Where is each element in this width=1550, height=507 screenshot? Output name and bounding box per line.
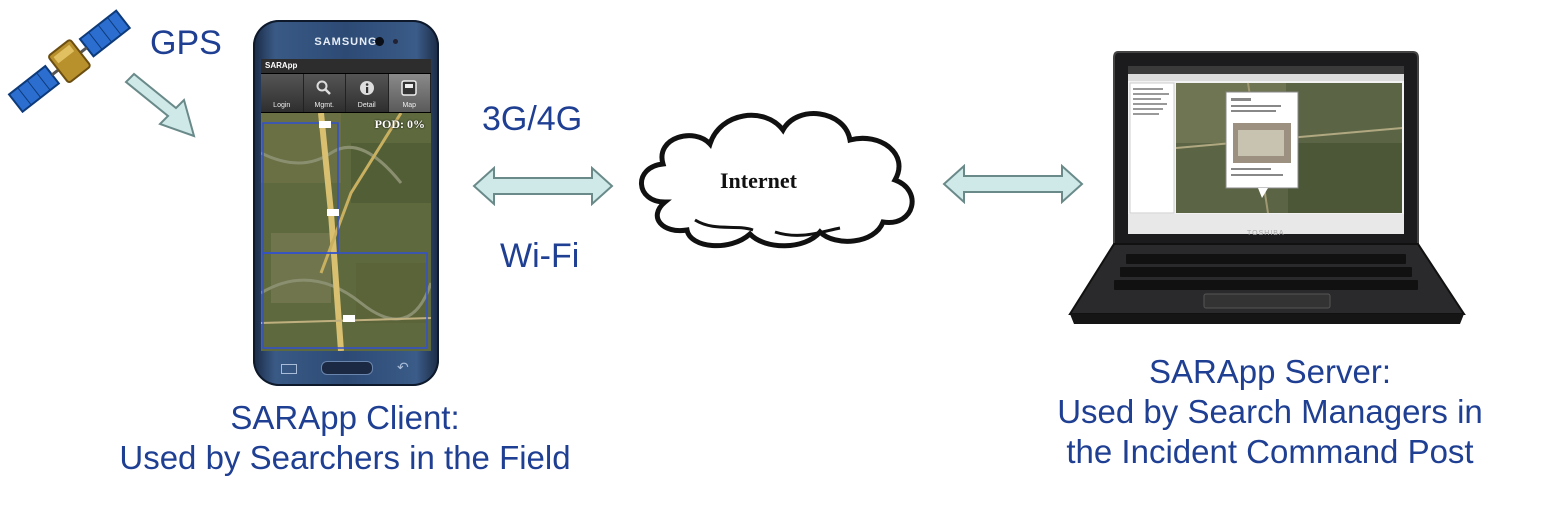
phone-brand-label: SAMSUNG <box>314 36 378 48</box>
back-icon[interactable]: ↶ <box>397 359 409 375</box>
info-icon <box>359 81 374 95</box>
server-caption: SARApp Server: Used by Search Managers i… <box>1000 352 1540 472</box>
server-caption-line3: the Incident Command Post <box>1066 433 1474 470</box>
double-arrow-client-cloud <box>472 166 614 206</box>
gps-label: GPS <box>150 24 222 62</box>
tab-label: Login <box>273 102 291 109</box>
laptop-device <box>1068 51 1466 324</box>
app-tab-bar: Login Mgmt. Detail Map <box>261 74 431 112</box>
map-icon <box>401 80 417 96</box>
tab-label: Detail <box>357 102 376 109</box>
sensor-icon <box>393 39 398 44</box>
camera-icon <box>375 37 384 46</box>
client-caption: SARApp Client: Used by Searchers in the … <box>60 398 630 478</box>
tab-label: Map <box>402 102 417 109</box>
app-title: SARApp <box>261 59 431 73</box>
menu-icon[interactable] <box>281 364 297 374</box>
server-caption-line1: SARApp Server: <box>1148 353 1392 390</box>
tab-detail[interactable]: Detail <box>346 74 389 112</box>
network-label-wifi: Wi-Fi <box>500 237 580 275</box>
laptop-brand-label: TOSHIBA <box>1247 230 1285 237</box>
client-caption-line1: SARApp Client: <box>230 399 460 436</box>
server-caption-line2: Used by Search Managers in <box>1057 393 1483 430</box>
tab-login[interactable]: Login <box>261 74 304 112</box>
map-imagery <box>261 113 431 351</box>
cloud-icon <box>639 111 915 249</box>
satellite-icon <box>7 9 132 114</box>
satellite-map[interactable]: POD: 0% <box>261 113 431 351</box>
phone-screen: SARApp Login Mgmt. Detail Map <box>261 59 431 351</box>
internet-label: Internet <box>720 168 797 193</box>
search-icon <box>316 80 332 95</box>
tab-mgmt[interactable]: Mgmt. <box>304 74 346 112</box>
home-button[interactable] <box>321 361 373 375</box>
phone-bottom-bar: ↶ <box>253 354 439 384</box>
client-caption-line2: Used by Searchers in the Field <box>119 439 571 476</box>
smartphone-device: SAMSUNG SARApp Login Mgmt. Detail Map <box>253 20 439 386</box>
pod-indicator: POD: 0% <box>374 117 425 131</box>
network-label-3g4g: 3G/4G <box>482 100 583 138</box>
double-arrow-cloud-server <box>942 164 1084 204</box>
tab-label: Mgmt. <box>314 102 334 109</box>
gps-signal-arrow <box>124 72 196 138</box>
tab-map[interactable]: Map <box>388 74 431 112</box>
